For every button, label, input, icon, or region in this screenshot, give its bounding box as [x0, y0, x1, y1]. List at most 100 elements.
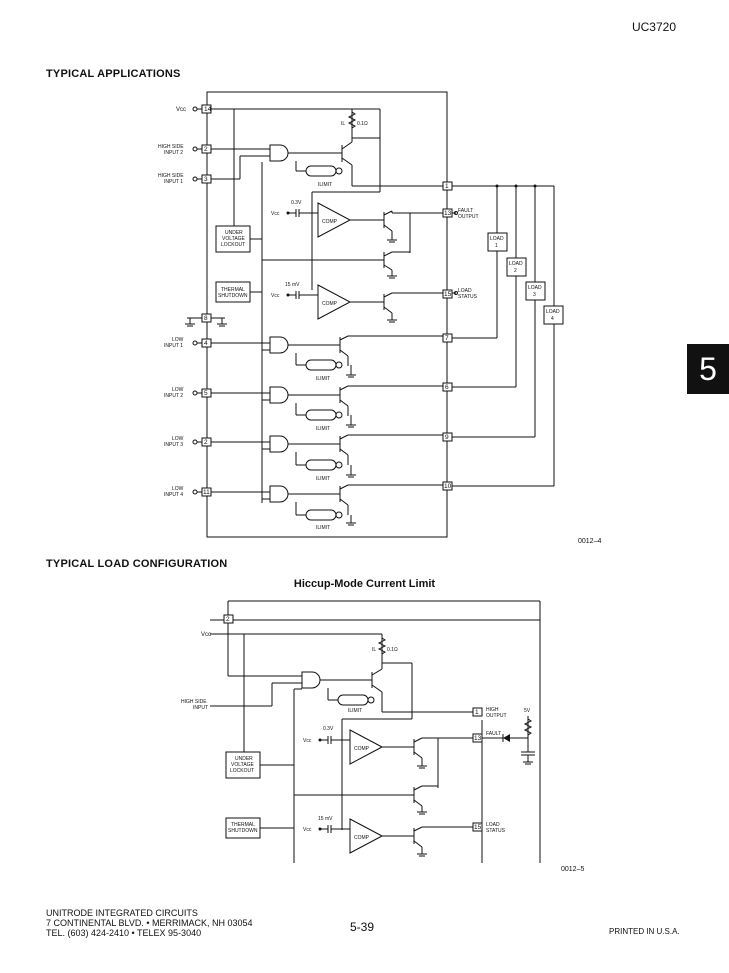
pin-label: 15: [474, 824, 482, 831]
svg-text:4: 4: [551, 316, 554, 322]
low-input2-label: INPUT 2: [164, 393, 183, 399]
svg-text:HIGH SIDE: HIGH SIDE: [181, 699, 207, 705]
svg-text:IL: IL: [372, 647, 376, 653]
svg-text:UNDER: UNDER: [225, 230, 243, 236]
comparator: [349, 729, 384, 765]
svg-text:2: 2: [514, 268, 517, 274]
pin-label: 8: [204, 315, 208, 322]
figure-subtitle: Hiccup-Mode Current Limit: [293, 578, 436, 590]
internal-wiring: 0.1Ω IL ILIMIT 0.3V Vcc COMP FAULT OUTPU…: [211, 108, 479, 503]
svg-text:Vcc: Vcc: [271, 293, 280, 299]
pin-label: 10: [444, 483, 452, 490]
svg-text:VOLTAGE: VOLTAGE: [231, 762, 255, 768]
section-title-typical-load: TYPICAL LOAD CONFIGURATION: [46, 558, 228, 570]
part-number: UC3720: [631, 20, 676, 34]
section-tab: 5: [687, 344, 729, 394]
svg-text:HIGH: HIGH: [486, 707, 499, 713]
svg-text:COMP: COMP: [354, 835, 370, 841]
resistor-label: 0.1Ω: [387, 647, 398, 653]
svg-text:THERMAL: THERMAL: [231, 822, 255, 828]
pin-label: 4: [204, 340, 208, 347]
svg-text:Vcc: Vcc: [271, 211, 280, 217]
svg-text:LOCKOUT: LOCKOUT: [221, 242, 245, 248]
pin-label: 13: [474, 735, 482, 742]
pin-label: 11: [203, 489, 210, 496]
svg-text:ILIMIT: ILIMIT: [316, 426, 330, 432]
svg-text:15 mV: 15 mV: [285, 282, 300, 288]
svg-text:LOCKOUT: LOCKOUT: [230, 768, 254, 774]
svg-text:LOAD: LOAD: [509, 261, 523, 267]
hiccup-mode-schematic: 2 Vcc HIGH SIDE INPUT 0.1Ω IL ILIMIT 1 H…: [181, 600, 541, 863]
pin-label: 1: [475, 709, 479, 716]
svg-text:SHUTDOWN: SHUTDOWN: [228, 828, 258, 834]
low-input4-label: LOW: [172, 486, 184, 492]
right-pins: 1 13 15 7 6 9 10: [442, 181, 453, 491]
figure-code: 0012–4: [578, 538, 602, 545]
low-input4-label: INPUT 4: [164, 492, 183, 498]
svg-text:STATUS: STATUS: [458, 294, 478, 300]
comparator: [349, 818, 384, 854]
svg-text:SHUTDOWN: SHUTDOWN: [218, 293, 248, 299]
pin-label: 5: [204, 390, 208, 397]
svg-text:15 mV: 15 mV: [318, 816, 333, 822]
left-inputs: Vcc HIGH SIDE INPUT 2 HIGH SIDE INPUT 1 …: [158, 106, 227, 498]
low-input1-label: LOW: [172, 337, 184, 343]
svg-text:LOAD: LOAD: [486, 822, 500, 828]
svg-text:0.3V: 0.3V: [323, 726, 334, 732]
uvlo-block: UNDER VOLTAGE LOCKOUT: [215, 225, 251, 253]
svg-text:LOAD: LOAD: [528, 285, 542, 291]
high-side-input2-label: INPUT 2: [164, 150, 183, 156]
svg-text:ILIMIT: ILIMIT: [316, 525, 330, 531]
vcc-label: Vcc: [176, 107, 186, 113]
svg-text:Vcc: Vcc: [303, 827, 312, 833]
svg-text:5V: 5V: [524, 708, 531, 714]
page-number: 5-39: [350, 920, 375, 934]
low-input2-label: LOW: [172, 387, 184, 393]
low-side-channels: ILIMIT ILIMIT ILIMIT: [211, 335, 443, 531]
pin-label: 7: [445, 335, 449, 342]
svg-text:OUTPUT: OUTPUT: [458, 214, 479, 220]
and-gate: [301, 671, 321, 689]
pin-label: 2: [204, 146, 208, 153]
pin-label: 6: [445, 384, 449, 391]
pin-label: 13: [444, 210, 452, 217]
svg-text:Vcc: Vcc: [303, 738, 312, 744]
pin-label: 2: [226, 616, 230, 623]
svg-text:LOAD: LOAD: [458, 288, 472, 294]
high-side-input2-label: HIGH SIDE: [158, 144, 184, 150]
and-gate: [269, 485, 289, 503]
svg-text:COMP: COMP: [322, 219, 338, 225]
svg-text:STATUS: STATUS: [486, 828, 506, 834]
and-gate: [269, 144, 289, 162]
svg-text:3: 3: [533, 292, 536, 298]
pin-label: 9: [445, 434, 449, 441]
svg-text:COMP: COMP: [322, 301, 338, 307]
vcc-label: Vcc: [201, 632, 211, 638]
pin-label: 2: [204, 439, 208, 446]
footer-line: UNITRODE INTEGRATED CIRCUITS: [46, 908, 198, 918]
thermal-shutdown-block: THERMAL SHUTDOWN: [215, 281, 251, 303]
uvlo-block: [225, 751, 261, 779]
svg-text:COMP: COMP: [354, 746, 370, 752]
comparator: [317, 202, 352, 238]
and-gate: [269, 435, 289, 453]
pin-label: 14: [204, 106, 212, 113]
company-address: UNITRODE INTEGRATED CIRCUITS 7 CONTINENT…: [46, 908, 253, 938]
footer-line: 7 CONTINENTAL BLVD. • MERRIMACK, NH 0305…: [46, 918, 253, 928]
svg-text:FAULT: FAULT: [458, 208, 473, 214]
svg-text:1: 1: [495, 243, 498, 249]
svg-text:IL: IL: [341, 121, 345, 127]
svg-text:0.3V: 0.3V: [291, 200, 302, 206]
section-title-typical-applications: TYPICAL APPLICATIONS: [46, 68, 181, 80]
svg-text:VOLTAGE: VOLTAGE: [222, 236, 246, 242]
figure-code: 0012–5: [561, 866, 585, 873]
svg-text:LOAD: LOAD: [490, 236, 504, 242]
svg-text:FAULT: FAULT: [486, 731, 501, 737]
low-input1-label: INPUT 1: [164, 343, 183, 349]
and-gate: [269, 336, 289, 354]
low-input3-label: LOW: [172, 436, 184, 442]
pin-label: 1: [445, 183, 449, 190]
svg-text:OUTPUT: OUTPUT: [486, 713, 507, 719]
